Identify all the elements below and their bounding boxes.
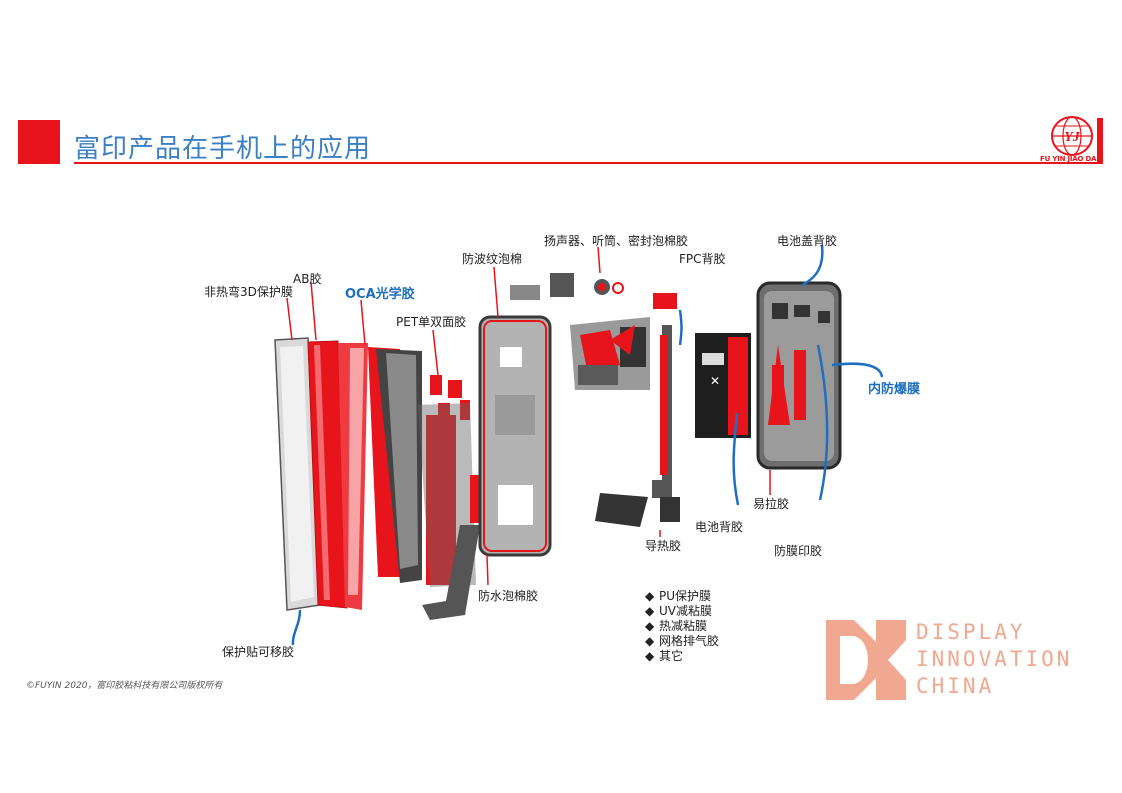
header-divider bbox=[74, 162, 1102, 164]
diamond-bullet-icon: ◆ bbox=[645, 604, 655, 618]
legend-item: ◆其它 bbox=[645, 649, 684, 663]
label-battery-back: 电池背胶 bbox=[695, 520, 744, 534]
diamond-bullet-icon: ◆ bbox=[645, 634, 655, 648]
fuyin-globe-logo-icon: YJ bbox=[1051, 116, 1093, 156]
legend-list: ◆PU保护膜 ◆UV减粘膜 ◆热减粘膜 ◆网格排气胶 ◆其它 bbox=[645, 589, 719, 664]
label-thermal: 导热胶 bbox=[645, 539, 682, 553]
footer-copyright: ©FUYIN 2020，富印胶粘科技有限公司版权所有 bbox=[26, 681, 223, 691]
label-non-hot-bend-film: 非热弯3D保护膜 bbox=[204, 285, 293, 299]
logo-text: FU YIN JIAO DAI bbox=[1040, 155, 1099, 163]
label-oca: OCA光学胶 bbox=[345, 287, 415, 302]
diamond-bullet-icon: ◆ bbox=[645, 619, 655, 633]
label-speaker-foam: 扬声器、听筒、密封泡棉胶 bbox=[544, 234, 689, 248]
label-anti-film-print: 防膜印胶 bbox=[774, 544, 823, 558]
diamond-bullet-icon: ◆ bbox=[645, 649, 655, 663]
phone-exploded-diagram: ✕ AB胶 非热弯3D保护膜 OCA光学胶 PET单双面胶 防波纹泡棉 扬声器、… bbox=[190, 225, 940, 675]
label-battery-cover-back: 电池盖背胶 bbox=[777, 234, 838, 248]
dic-brand-logo-icon bbox=[826, 620, 906, 700]
label-fpc-back: FPC背胶 bbox=[679, 252, 726, 266]
label-anti-explosion: 内防爆膜 bbox=[868, 382, 921, 397]
brand-line-display: DISPLAY bbox=[916, 620, 1026, 644]
svg-text:✕: ✕ bbox=[710, 374, 720, 388]
diamond-bullet-icon: ◆ bbox=[645, 589, 655, 603]
label-ab-glue: AB胶 bbox=[293, 272, 322, 286]
label-removable-protect: 保护贴可移胶 bbox=[222, 645, 295, 659]
label-pet-double: PET单双面胶 bbox=[396, 315, 467, 329]
svg-text:YJ: YJ bbox=[1064, 130, 1081, 145]
header-red-block bbox=[18, 120, 60, 164]
label-waterproof-foam: 防水泡棉胶 bbox=[478, 589, 539, 603]
brand-line-china: CHINA bbox=[916, 674, 995, 698]
exploded-phone-illustration: ✕ bbox=[274, 244, 884, 646]
label-easy-pull: 易拉胶 bbox=[753, 497, 790, 511]
logo-accent-bar bbox=[1097, 118, 1103, 164]
legend-item: ◆UV减粘膜 bbox=[645, 604, 712, 618]
brand-line-innovation: INNOVATION bbox=[916, 647, 1073, 671]
label-anti-wave-foam: 防波纹泡棉 bbox=[462, 252, 523, 266]
page-title: 富印产品在手机上的应用 bbox=[74, 134, 372, 164]
legend-item: ◆网格排气胶 bbox=[645, 634, 720, 648]
legend-item: ◆热减粘膜 bbox=[645, 619, 708, 633]
legend-item: ◆PU保护膜 bbox=[645, 589, 712, 603]
